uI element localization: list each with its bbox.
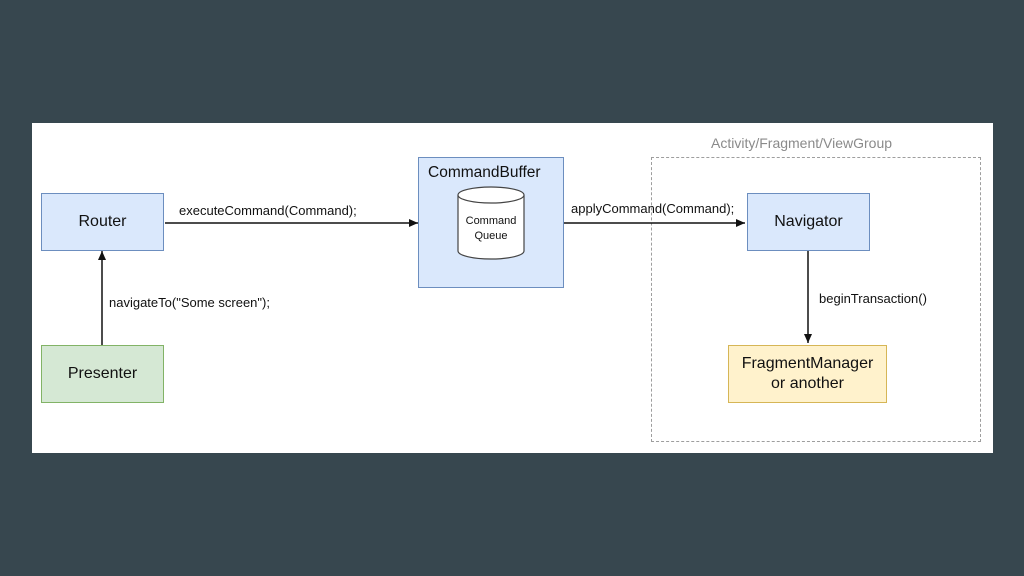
group-label: Activity/Fragment/ViewGroup — [711, 135, 893, 151]
navigator-node: Navigator — [747, 193, 870, 251]
queue-label-line2: Queue — [474, 229, 508, 242]
presenter-node: Presenter — [41, 345, 164, 403]
router-node: Router — [41, 193, 164, 251]
presenter-label: Presenter — [67, 365, 138, 382]
diagram-canvas: Activity/Fragment/ViewGroup Router Prese… — [32, 123, 993, 453]
commandbuffer-node: CommandBuffer — [418, 157, 564, 288]
fragmentmanager-node: FragmentManager or another — [728, 345, 887, 403]
fragmentmanager-label-line2: or another — [771, 375, 844, 392]
queue-label: Command Queue — [458, 214, 524, 244]
fragmentmanager-label-line1: FragmentManager — [741, 355, 874, 372]
navigator-label: Navigator — [774, 213, 843, 230]
commandbuffer-label: CommandBuffer — [428, 164, 541, 181]
activity-fragment-viewgroup-group — [651, 157, 981, 442]
edge-label-begin: beginTransaction() — [819, 291, 927, 306]
edge-label-apply: applyCommand(Command); — [571, 201, 735, 216]
edge-label-navigate: navigateTo("Some screen"); — [109, 295, 270, 310]
queue-label-line1: Command — [465, 215, 517, 227]
edge-label-execute: executeCommand(Command); — [179, 203, 357, 218]
router-label: Router — [78, 213, 127, 230]
